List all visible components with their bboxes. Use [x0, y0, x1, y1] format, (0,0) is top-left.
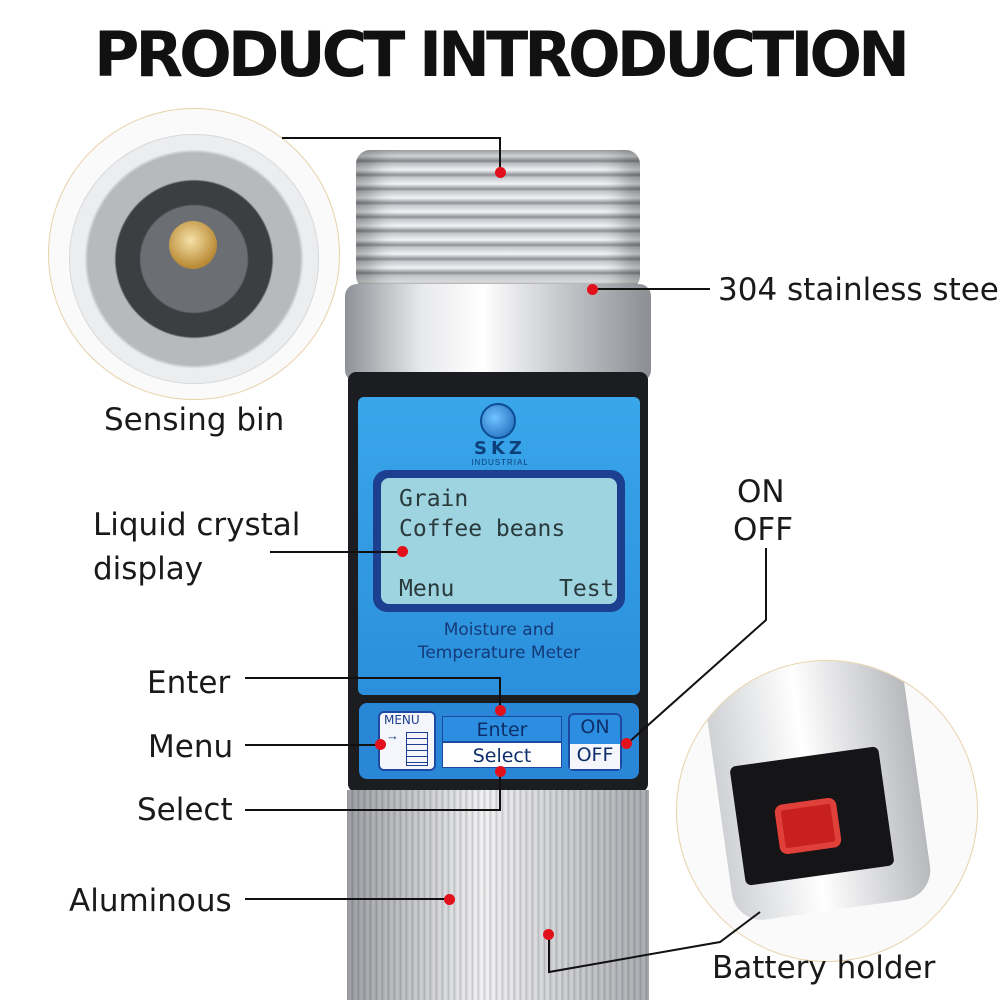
- leader-battery: [548, 911, 761, 974]
- label-battery-holder: Battery holder: [712, 950, 936, 986]
- aluminous-base: [347, 790, 649, 1000]
- leader-select: [245, 772, 501, 811]
- enter-key[interactable]: Enter: [442, 716, 562, 742]
- label-enter: Enter: [147, 665, 231, 701]
- pointer-dot-lcd: [397, 546, 408, 557]
- product-name-line-2: Temperature Meter: [417, 643, 581, 663]
- pointer-dot-select: [495, 766, 506, 777]
- pointer-dot-battery: [543, 929, 554, 940]
- arrow-right-icon: →: [386, 728, 399, 743]
- label-on: ON: [737, 474, 785, 510]
- lcd-softkey-right: Test: [559, 576, 615, 602]
- power-key-off-label: OFF: [570, 744, 620, 769]
- pointer-dot-enter: [495, 705, 506, 716]
- label-lcd-line-2: display: [93, 551, 204, 587]
- pointer-dot-on-off: [621, 738, 632, 749]
- leader-on-off: [627, 548, 767, 744]
- lcd-softkey-left: Menu: [399, 576, 455, 602]
- label-aluminous: Aluminous: [69, 883, 232, 919]
- brand-logo-icon: [480, 403, 516, 439]
- select-key[interactable]: Select: [442, 742, 562, 768]
- page-title: PRODUCT INTRODUCTION: [93, 18, 910, 91]
- lcd-screen: Grain Coffee beans Menu Test: [381, 478, 617, 604]
- brand-subtitle: INDUSTRIAL: [471, 458, 529, 467]
- list-icon: [406, 732, 428, 766]
- leader-enter: [245, 677, 501, 710]
- label-menu: Menu: [148, 729, 234, 765]
- pointer-dot-top-cap: [495, 167, 506, 178]
- product-name-line-1: Moisture and: [443, 620, 555, 640]
- battery-holder-closeup: [676, 660, 978, 962]
- label-select: Select: [137, 792, 233, 828]
- steel-collar: [345, 284, 651, 382]
- lcd-line-2: Coffee beans: [399, 516, 566, 542]
- label-stainless-steel: 304 stainless steel: [718, 272, 1000, 308]
- sensor-cone: [169, 221, 217, 269]
- pointer-dot-menu: [375, 739, 386, 750]
- sensing-bin-closeup: [48, 108, 340, 400]
- pointer-dot-aluminous: [444, 894, 455, 905]
- menu-key-label: MENU: [384, 713, 420, 727]
- lcd-line-1: Grain: [399, 486, 469, 512]
- pointer-dot-stainless: [587, 284, 598, 295]
- label-sensing-bin: Sensing bin: [104, 402, 285, 438]
- label-lcd-line-1: Liquid crystal: [93, 507, 301, 543]
- label-off: OFF: [733, 512, 794, 548]
- power-key-on-label: ON: [580, 716, 610, 738]
- leader-sensing-bin: [282, 137, 501, 172]
- brand-name: SKZ: [474, 438, 526, 459]
